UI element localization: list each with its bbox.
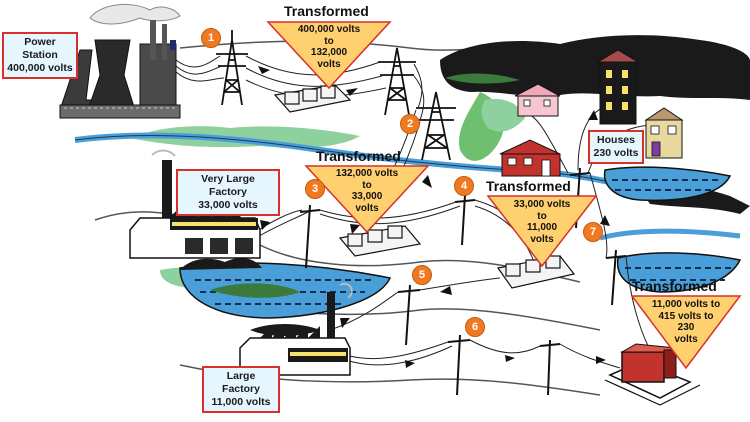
transformer-1-line-3: 132,000 bbox=[310, 47, 348, 58]
transformer-yard-1 bbox=[273, 84, 352, 113]
transformer-1-line-4: volts bbox=[317, 58, 341, 70]
apartment-block bbox=[596, 49, 640, 125]
house-yellow bbox=[644, 107, 684, 159]
transformer-triangle-2 bbox=[304, 165, 430, 234]
hillside-trees bbox=[440, 35, 750, 214]
very-large-factory-label-line2: 33,000 volts bbox=[198, 199, 258, 211]
power-station-building bbox=[59, 4, 181, 119]
transformer-1-line-1: 400,000 volts bbox=[297, 24, 361, 35]
transformer-text-1: 400,000 volts to 132,000 volts bbox=[279, 24, 379, 70]
step-badge-7: 7 bbox=[583, 222, 603, 242]
transformer-3-line-1: 33,000 volts bbox=[513, 199, 571, 210]
transformer-triangle-1 bbox=[266, 21, 392, 90]
power-station-label-line2: 400,000 volts bbox=[7, 62, 73, 74]
transformer-text-4: 11,000 volts to 415 volts to 230 volts bbox=[641, 299, 731, 345]
transformer-text-2: 132,000 volts to 33,000 volts bbox=[317, 168, 417, 214]
transformer-3-line-2: to bbox=[537, 210, 547, 222]
power-station-label-line1: Power Station bbox=[22, 36, 58, 61]
large-factory-label: Large Factory 11,000 volts bbox=[202, 366, 280, 413]
pylon-1 bbox=[216, 30, 248, 106]
transformer-title-3: Transformed bbox=[486, 178, 571, 194]
substation-box bbox=[604, 343, 701, 406]
transformer-triangles bbox=[266, 21, 742, 370]
transformer-2-line-3: 33,000 bbox=[351, 191, 383, 202]
transformer-4-line-1: 11,000 volts to bbox=[651, 299, 721, 310]
house-red bbox=[499, 139, 561, 177]
transformer-text-3: 33,000 volts to 11,000 volts bbox=[497, 199, 587, 245]
transformer-yards bbox=[273, 84, 701, 406]
step-badge-3: 3 bbox=[305, 179, 325, 199]
houses-label-line2: 230 volts bbox=[593, 147, 639, 159]
power-station-label: Power Station 400,000 volts bbox=[2, 32, 78, 79]
transformer-2-line-2: to bbox=[362, 179, 372, 191]
pylons bbox=[216, 30, 456, 161]
pylon-3 bbox=[416, 91, 456, 161]
transformer-title-2: Transformed bbox=[316, 148, 401, 164]
transformer-4-line-4: volts bbox=[674, 333, 698, 345]
transformer-yard-2 bbox=[338, 225, 422, 257]
transformer-triangle-3 bbox=[486, 195, 598, 268]
step-badge-1: 1 bbox=[201, 28, 221, 48]
step-badge-2: 2 bbox=[400, 114, 420, 134]
transformer-3-line-3: 11,000 bbox=[526, 222, 558, 233]
very-large-factory-label: Very Large Factory 33,000 volts bbox=[176, 169, 280, 216]
transformer-yard-3 bbox=[496, 255, 576, 289]
transformer-title-4: Transformed bbox=[632, 278, 717, 294]
utility-poles bbox=[299, 167, 627, 396]
houses-label: Houses 230 volts bbox=[588, 130, 644, 164]
transformer-triangle-4 bbox=[630, 295, 742, 370]
transformer-title-1: Transformed bbox=[284, 3, 369, 19]
transformer-4-line-3: 230 bbox=[677, 322, 695, 333]
step-badge-6: 6 bbox=[465, 317, 485, 337]
house-pink bbox=[514, 83, 561, 117]
transformer-2-line-1: 132,000 volts bbox=[335, 168, 399, 179]
houses-label-line1: Houses bbox=[597, 134, 635, 146]
very-large-factory-label-line1: Very Large Factory bbox=[201, 173, 255, 198]
houses-group bbox=[499, 49, 684, 177]
transformer-1-line-2: to bbox=[324, 35, 334, 47]
step-badge-4: 4 bbox=[454, 176, 474, 196]
large-factory-label-line1: Large Factory bbox=[222, 370, 260, 395]
transformer-4-line-2: 415 volts to bbox=[658, 310, 714, 322]
pylon-2 bbox=[378, 47, 416, 116]
large-factory-label-line2: 11,000 volts bbox=[211, 396, 271, 408]
step-badge-5: 5 bbox=[412, 265, 432, 285]
transformer-2-line-4: volts bbox=[355, 202, 379, 214]
transformer-3-line-4: volts bbox=[530, 233, 554, 245]
